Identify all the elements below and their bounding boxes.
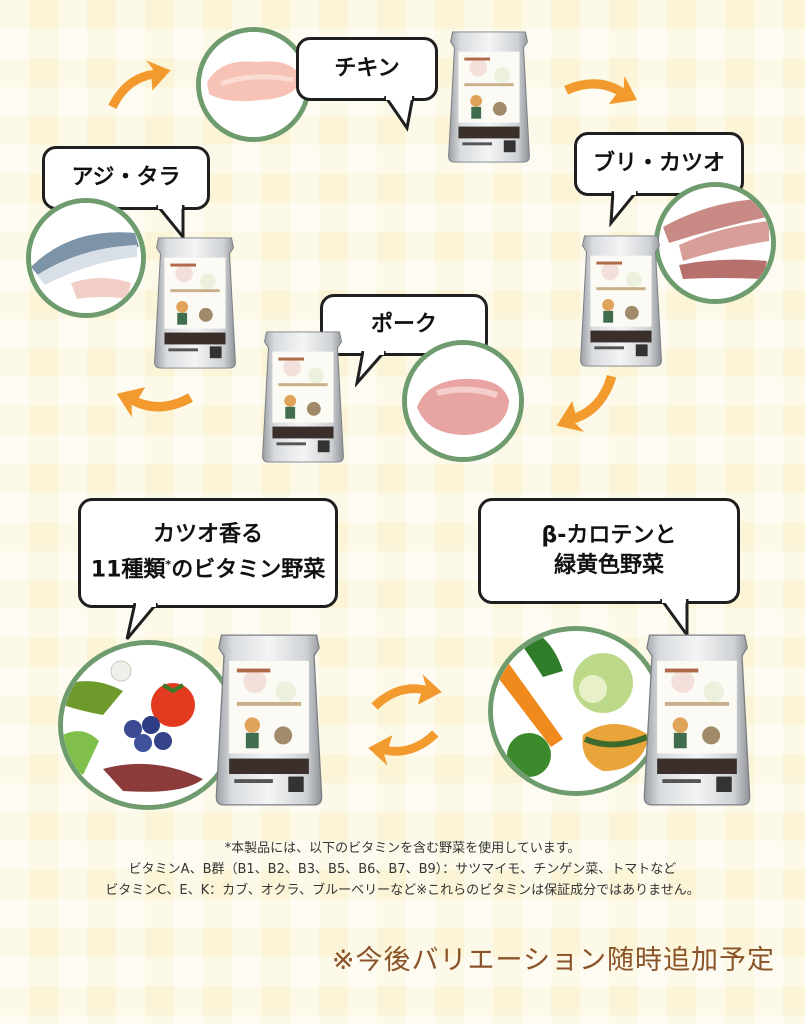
buri-katsuo-product-bag xyxy=(576,232,666,370)
katsuo-vitamin-name: のビタミン野菜 xyxy=(171,557,326,583)
cycle-arrow-4 xyxy=(106,366,204,442)
green-yellow-vegetables-image xyxy=(493,631,659,791)
beta-carotene-product-bag xyxy=(638,630,756,810)
katsuo-vitamin-count: 11種類 xyxy=(90,557,166,583)
buri-katsuo-photo xyxy=(654,182,776,304)
beta-carotene-label-line2: 緑黄色野菜 xyxy=(553,553,664,578)
katsuo-vitamin-label-line2: 11種類*のビタミン野菜 xyxy=(91,550,325,585)
fillet-image xyxy=(659,187,771,299)
aji-tara-photo xyxy=(26,198,146,318)
note-line-1: *本製品には、以下のビタミンを含む野菜を使用しています。 xyxy=(224,841,581,856)
variation-notice: ※今後バリエーション随時追加予定 xyxy=(331,945,775,976)
vegetables-image xyxy=(63,645,233,805)
aji-tara-product-bag xyxy=(150,234,240,372)
vitamin-vegetable-product-bag xyxy=(210,630,328,810)
buri-katsuo-label: ブリ・カツオ xyxy=(592,151,725,176)
pork-product-bag xyxy=(258,328,348,466)
chicken-label: チキン xyxy=(334,56,400,81)
swap-arrow-right xyxy=(356,668,454,716)
pork-label: ポーク xyxy=(370,312,437,337)
pork-image xyxy=(407,345,519,457)
note-line-3: ビタミンC、E、K：カブ、オクラ、ブルーベリーなど※これらのビタミンは保証成分で… xyxy=(105,883,700,898)
cycle-arrow-2 xyxy=(550,48,652,126)
cycle-arrow-3 xyxy=(540,360,642,451)
swap-arrow-left xyxy=(356,724,454,772)
beta-carotene-label-line1: β-カロテンと xyxy=(541,523,677,548)
chicken-image xyxy=(201,32,306,137)
katsuo-vitamin-bubble: カツオ香る 11種類*のビタミン野菜 xyxy=(78,498,338,640)
katsuo-vitamin-asterisk: * xyxy=(165,558,172,572)
buri-katsuo-bubble: ブリ・カツオ xyxy=(574,132,744,227)
fish-image xyxy=(31,203,141,313)
cycle-arrow-1 xyxy=(89,44,183,122)
aji-tara-label: アジ・タラ xyxy=(71,165,181,190)
note-line-2: ビタミンA、B群（B1、B2、B3、B5、B6、B7、B9）：サツマイモ、チンゲ… xyxy=(128,862,677,877)
vitamin-vegetables-photo xyxy=(58,640,238,810)
katsuo-vitamin-label-line1: カツオ香る xyxy=(152,522,263,548)
chicken-photo xyxy=(196,27,311,142)
beta-carotene-bubble: β-カロテンと 緑黄色野菜 xyxy=(478,498,740,639)
pork-bubble: ポーク xyxy=(320,294,488,387)
chicken-bubble: チキン xyxy=(296,37,438,132)
pork-photo xyxy=(402,340,524,462)
chicken-product-bag xyxy=(444,28,534,166)
